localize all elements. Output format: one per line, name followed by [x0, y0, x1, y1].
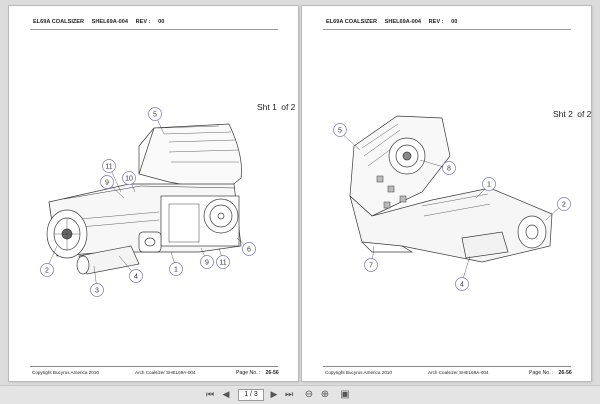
- item-balloon: 5: [333, 123, 347, 137]
- next-page-icon[interactable]: ▶: [270, 389, 278, 399]
- item-balloon: 1: [482, 177, 496, 191]
- footer-copyright: Copyright Bucyrus America 2010: [32, 370, 99, 375]
- previous-page-icon[interactable]: ◀: [222, 389, 230, 399]
- footer-divider: [323, 366, 571, 367]
- svg-text:5: 5: [153, 112, 157, 119]
- footer-doc-title: Arch Coalsizer SHEL69A-004: [135, 370, 196, 375]
- header-title: EL69A COALSIZER: [326, 19, 378, 25]
- sheet-indicator: Sht 2 of 2: [553, 109, 593, 119]
- svg-text:1: 1: [174, 267, 178, 274]
- item-balloon: 2: [40, 263, 54, 277]
- item-balloon: 11: [102, 159, 116, 173]
- item-balloon: 11: [216, 255, 230, 269]
- svg-text:4: 4: [134, 274, 138, 281]
- zoom-in-icon[interactable]: ⊕: [320, 389, 330, 400]
- header-rev-value: 00: [158, 19, 165, 25]
- footer-doc-title: Arch Coalsizer SHEL69A-004: [428, 370, 489, 375]
- footer-page-number: Page No. : 26-56: [236, 370, 279, 376]
- svg-text:2: 2: [45, 268, 49, 275]
- header-doc-number: SHEL69A-004: [91, 19, 129, 25]
- page-no-label: Page No. :: [529, 370, 554, 376]
- item-balloon: 3: [90, 283, 104, 297]
- document-page-1: EL69A COALSIZER SHEL69A-004 REV : 00 Sht…: [9, 6, 298, 381]
- sheet-label: Sht 2: [553, 109, 573, 119]
- header-rev-label: REV :: [135, 19, 151, 25]
- svg-text:11: 11: [219, 260, 226, 267]
- header-divider: [30, 29, 278, 30]
- header-divider: [323, 29, 571, 30]
- last-page-icon[interactable]: ⏭: [284, 389, 294, 399]
- page-number-input[interactable]: 1 / 3: [238, 389, 264, 401]
- header-rev-value: 00: [451, 19, 458, 25]
- item-balloon: 6: [242, 242, 256, 256]
- footer-divider: [30, 366, 278, 367]
- item-balloon: 7: [364, 258, 378, 272]
- svg-text:6: 6: [247, 247, 251, 254]
- footer-page-number: Page No. : 26-56: [529, 370, 572, 376]
- page-header: EL69A COALSIZER SHEL69A-004 REV : 00: [33, 19, 170, 25]
- page-no-label: Page No. :: [236, 370, 261, 376]
- sheet-indicator: Sht 1 of 2: [257, 102, 297, 112]
- sheet-of: of 2: [281, 102, 296, 112]
- coalsizer-drawing-sheet-2: 5 8 1 2 7 4: [333, 115, 571, 291]
- page-no-value: 26-56: [265, 370, 279, 376]
- item-balloon: 10: [122, 171, 136, 185]
- header-doc-number: SHEL69A-004: [384, 19, 422, 25]
- item-balloon: 9: [100, 175, 114, 189]
- svg-text:2: 2: [562, 202, 566, 209]
- document-page-2: EL69A COALSIZER SHEL69A-004 REV : 00 Sht…: [302, 6, 591, 381]
- footer-copyright: Copyright Bucyrus America 2010: [325, 370, 392, 375]
- item-balloon: 5: [148, 107, 162, 121]
- item-balloon: 8: [442, 161, 456, 175]
- zoom-out-icon[interactable]: ⊖: [304, 389, 314, 400]
- item-balloon: 9: [200, 255, 214, 269]
- svg-text:4: 4: [460, 282, 464, 289]
- item-balloon: 4: [455, 277, 469, 291]
- svg-text:9: 9: [105, 180, 109, 187]
- sheet-of: of 2: [577, 109, 592, 119]
- item-balloon: 4: [129, 269, 143, 283]
- svg-text:9: 9: [205, 260, 209, 267]
- coalsizer-drawing-sheet-1: 5 11 9 10 2 3 4 1 9 11 6: [40, 107, 256, 297]
- page-no-value: 26-56: [558, 370, 572, 376]
- page-header: EL69A COALSIZER SHEL69A-004 REV : 00: [326, 19, 463, 25]
- first-page-icon[interactable]: ⏮: [205, 389, 215, 399]
- svg-text:1: 1: [487, 182, 491, 189]
- sheet-label: Sht 1: [257, 102, 277, 112]
- svg-text:5: 5: [338, 128, 342, 135]
- svg-text:8: 8: [447, 166, 451, 173]
- item-balloon: 2: [557, 197, 571, 211]
- header-rev-label: REV :: [428, 19, 444, 25]
- header-title: EL69A COALSIZER: [33, 19, 85, 25]
- fit-page-icon[interactable]: ▣: [340, 389, 350, 400]
- item-balloon: 1: [169, 262, 183, 276]
- svg-text:10: 10: [125, 176, 133, 183]
- viewer-toolbar: ⏮ ◀ 1 / 3 ▶ ⏭ ⊖ ⊕ ▣: [0, 385, 600, 404]
- svg-text:7: 7: [369, 263, 373, 270]
- svg-text:11: 11: [105, 164, 112, 171]
- svg-text:3: 3: [95, 288, 99, 295]
